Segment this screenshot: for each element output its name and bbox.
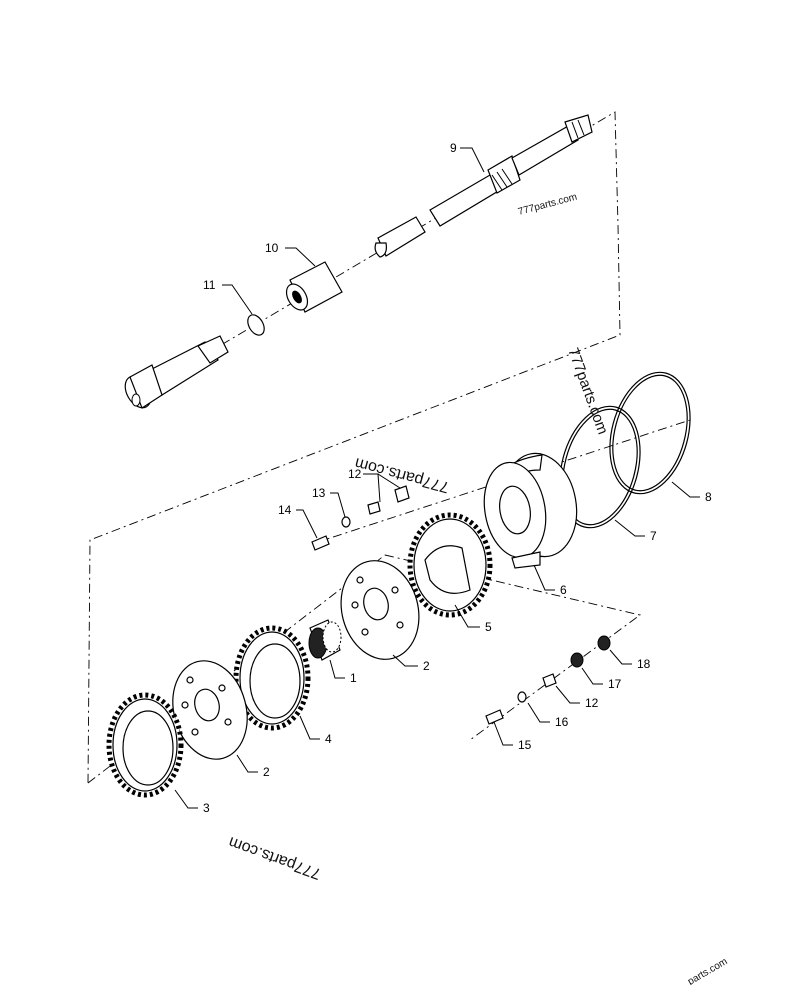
part-7-seal-ring	[559, 405, 641, 529]
part-5-toothed-disc	[407, 512, 493, 618]
callout-12-lower: 12	[585, 696, 599, 710]
part-9-splined-shaft	[374, 114, 593, 258]
input-shaft	[124, 335, 229, 409]
part-4-toothed-ring	[233, 625, 311, 731]
callout-11: 11	[203, 278, 216, 292]
callout-5: 5	[485, 620, 492, 634]
callout-6: 6	[560, 583, 567, 597]
part-11-snap-ring	[247, 314, 265, 336]
callout-2-lower: 2	[263, 765, 270, 779]
hardware-upper	[311, 485, 410, 551]
part-6-piston-housing	[483, 452, 578, 569]
watermark-vertical: 777parts.com	[564, 346, 611, 437]
callout-13: 13	[312, 486, 326, 500]
leader-lines	[174, 147, 700, 809]
part-2-friction-plate-lower	[172, 660, 248, 760]
callout-4: 4	[325, 732, 332, 746]
callout-10: 10	[265, 241, 279, 255]
callout-12-upper: 12	[348, 467, 362, 481]
callout-7: 7	[650, 529, 657, 543]
part-10-sleeve	[285, 261, 343, 313]
watermark-corner: parts.com	[686, 956, 730, 985]
callout-17: 17	[608, 677, 622, 691]
callout-labels: 9 10 11 12 13 14 6 7 8 5 2 1 4 2 3 18 17…	[203, 141, 712, 815]
callout-2-upper: 2	[423, 659, 430, 673]
callout-9: 9	[450, 141, 457, 155]
watermark-upside-down-lower: 777parts.com	[226, 833, 323, 882]
callout-14: 14	[278, 503, 292, 517]
watermark-upper-right: 777parts.com	[517, 192, 578, 218]
callout-18: 18	[637, 657, 651, 671]
part-2-friction-plate-upper	[340, 560, 420, 660]
part-1-gear	[308, 619, 342, 661]
callout-15: 15	[518, 738, 532, 752]
callout-3: 3	[203, 801, 210, 815]
callout-1: 1	[350, 671, 357, 685]
callout-16: 16	[555, 715, 569, 729]
part-8-o-ring	[609, 371, 691, 495]
callout-8: 8	[705, 490, 712, 504]
hardware-lower	[485, 635, 611, 725]
part-3-toothed-ring	[106, 692, 184, 798]
